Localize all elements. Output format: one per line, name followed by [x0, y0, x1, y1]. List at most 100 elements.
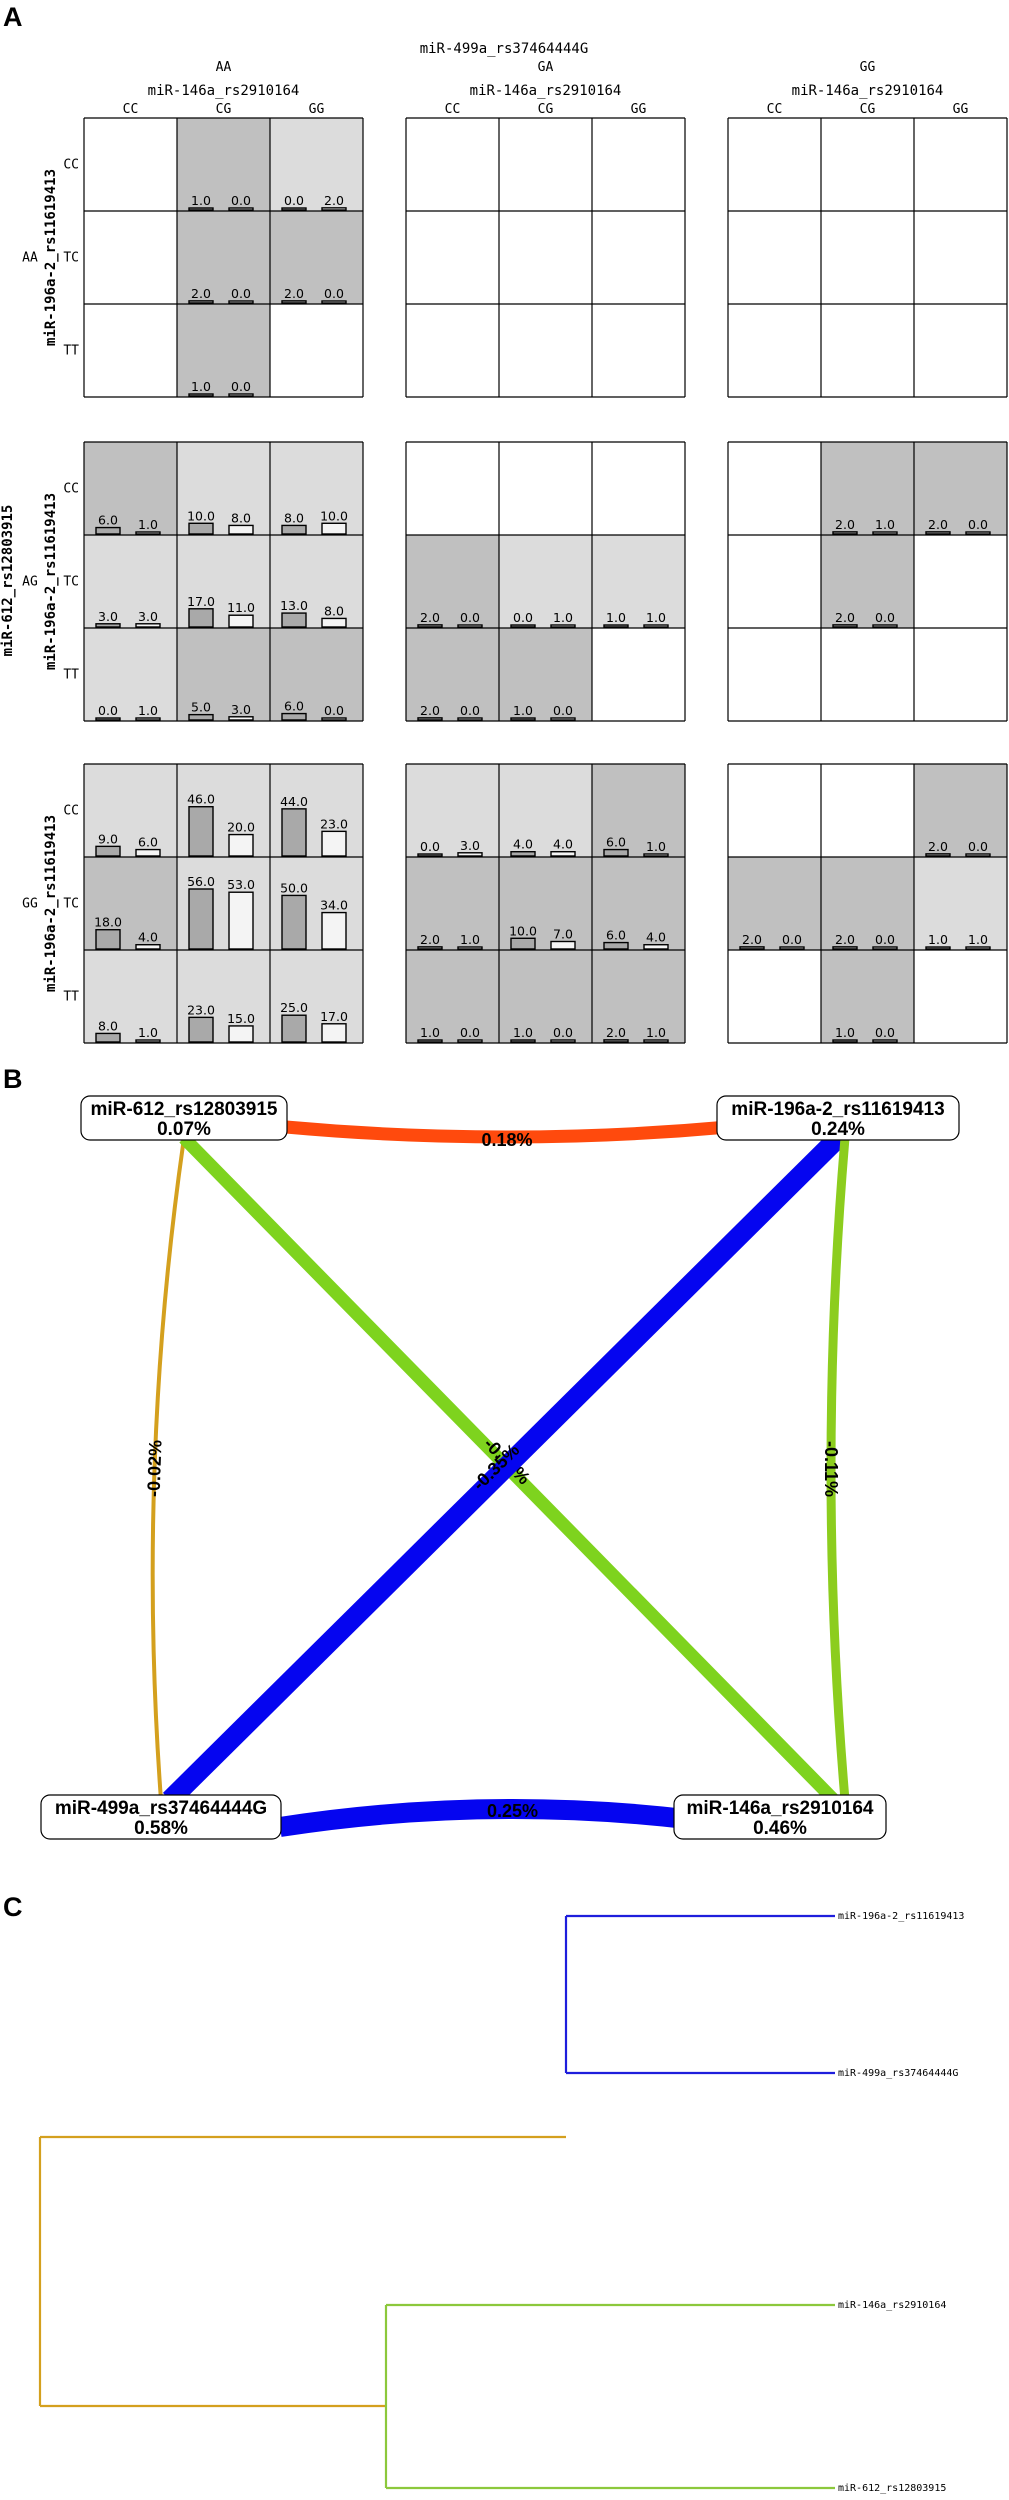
- control-count-label: 4.0: [646, 930, 666, 945]
- col-group-label: GA: [538, 60, 554, 75]
- cell-background: [728, 764, 821, 857]
- case-count-label: 1.0: [191, 193, 211, 208]
- control-count-label: 8.0: [324, 603, 344, 618]
- row-genotype-label: CC: [63, 482, 79, 497]
- edge-weight-label: -0.02%: [144, 1440, 166, 1498]
- case-count-label: 6.0: [98, 513, 118, 528]
- cell-background: [592, 304, 685, 397]
- case-bar: [95, 845, 121, 857]
- col-axis-label: miR-146a_rs2910164: [792, 83, 944, 99]
- leaf-label: miR-146a_rs2910164: [838, 2300, 946, 2311]
- case-bar: [510, 851, 536, 857]
- edge: 0.18%: [285, 1120, 729, 1150]
- control-bar: [228, 207, 254, 211]
- cell-background: [177, 118, 270, 211]
- node-box: [673, 1794, 887, 1840]
- cell-background: [821, 304, 914, 397]
- cell-background: [592, 535, 685, 628]
- row-genotype-label: TT: [63, 990, 79, 1005]
- matrix-cell: [914, 950, 1007, 1043]
- control-count-label: 0.0: [231, 286, 251, 301]
- case-bar: [188, 608, 214, 628]
- row-axis-label: miR-196a-2_rs11619413: [43, 169, 59, 346]
- control-bar: [321, 522, 347, 535]
- control-count-label: 1.0: [138, 1025, 158, 1040]
- control-bar: [321, 300, 347, 304]
- case-count-label: 2.0: [420, 932, 440, 947]
- control-count-label: 17.0: [320, 1009, 348, 1024]
- case-bar: [832, 1039, 858, 1043]
- case-bar: [281, 712, 307, 721]
- cell-background: [821, 211, 914, 304]
- matrix-cell: 18.04.0: [84, 857, 177, 950]
- control-bar: [135, 1039, 161, 1043]
- cell-background: [270, 211, 363, 304]
- matrix-cell: 56.0 53.0: [177, 857, 270, 950]
- control-bar: [135, 623, 161, 628]
- matrix-cell: [499, 211, 592, 304]
- col-genotype-label: CC: [767, 102, 783, 117]
- cell-background: [821, 628, 914, 721]
- control-count-label: 53.0: [227, 877, 255, 892]
- case-count-label: 23.0: [187, 1002, 215, 1017]
- case-bar: [281, 894, 307, 950]
- case-bar: [188, 1016, 214, 1043]
- col-axis-label: miR-146a_rs2910164: [470, 83, 622, 99]
- case-count-label: 1.0: [928, 932, 948, 947]
- leaf-label: miR-196a-2_rs11619413: [838, 1911, 964, 1922]
- case-count-label: 56.0: [187, 874, 215, 889]
- matrix-cell: [499, 442, 592, 535]
- case-count-label: 1.0: [606, 610, 626, 625]
- cell-background: [84, 211, 177, 304]
- cell-background: [406, 535, 499, 628]
- edge-weight-label: 0.18%: [481, 1130, 532, 1150]
- cell-background: [406, 304, 499, 397]
- case-count-label: 2.0: [928, 517, 948, 532]
- matrix-cell: [592, 442, 685, 535]
- cell-background: [914, 628, 1007, 721]
- control-count-label: 0.0: [460, 1025, 480, 1040]
- matrix-cell: 50.034.0: [270, 857, 363, 950]
- cell-background: [270, 304, 363, 397]
- case-count-label: 10.0: [509, 923, 537, 938]
- edge: -0.02%: [144, 1137, 186, 1801]
- case-count-label: 2.0: [742, 932, 762, 947]
- cell-background: [592, 211, 685, 304]
- cell-background: [914, 304, 1007, 397]
- control-bar: [872, 1039, 898, 1043]
- control-bar: [228, 524, 254, 535]
- matrix-cell: [821, 628, 914, 721]
- control-count-label: 3.0: [460, 838, 480, 853]
- case-count-label: 2.0: [928, 839, 948, 854]
- case-count-label: 2.0: [420, 703, 440, 718]
- control-count-label: 4.0: [138, 930, 158, 945]
- case-count-label: 1.0: [191, 379, 211, 394]
- case-bar: [95, 717, 121, 721]
- matrix-cell: [914, 118, 1007, 211]
- node-name: miR-196a-2_rs11619413: [731, 1099, 944, 1120]
- matrix-cell: 23.015.0: [177, 950, 270, 1043]
- row-genotype-label: CC: [63, 804, 79, 819]
- matrix-cell: [406, 118, 499, 211]
- matrix-cell: [84, 304, 177, 397]
- matrix-cell: [728, 211, 821, 304]
- panel-c-letter: C: [3, 1892, 23, 1922]
- cell-background: [270, 628, 363, 721]
- control-count-label: 1.0: [875, 517, 895, 532]
- matrix-cell: 44.023.0: [270, 764, 363, 857]
- control-count-label: 2.0: [324, 193, 344, 208]
- case-bar: [188, 393, 214, 397]
- row-genotype-label: CC: [63, 158, 79, 173]
- case-count-label: 2.0: [191, 286, 211, 301]
- col-genotype-label: GG: [953, 102, 969, 117]
- control-bar: [135, 944, 161, 950]
- control-bar: [965, 946, 991, 950]
